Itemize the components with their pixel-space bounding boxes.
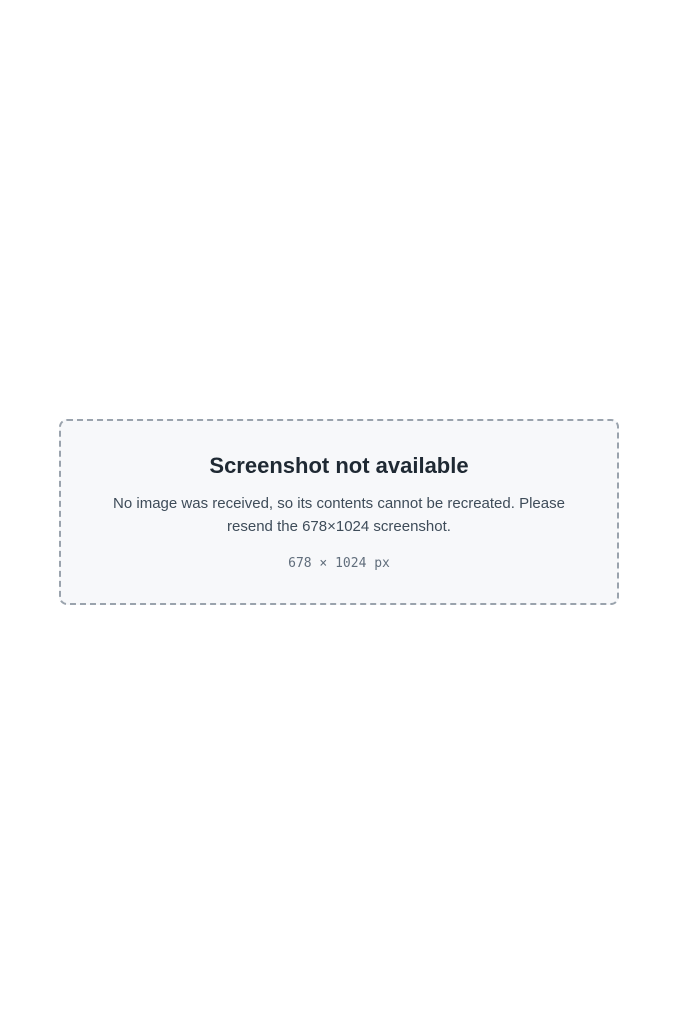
notice-message: No image was received, so its contents c…: [113, 495, 565, 535]
target-dimensions: 678 × 1024 px: [288, 556, 390, 571]
missing-image-notice: Screenshot not available No image was re…: [59, 419, 619, 605]
notice-title: Screenshot not available: [209, 453, 469, 478]
